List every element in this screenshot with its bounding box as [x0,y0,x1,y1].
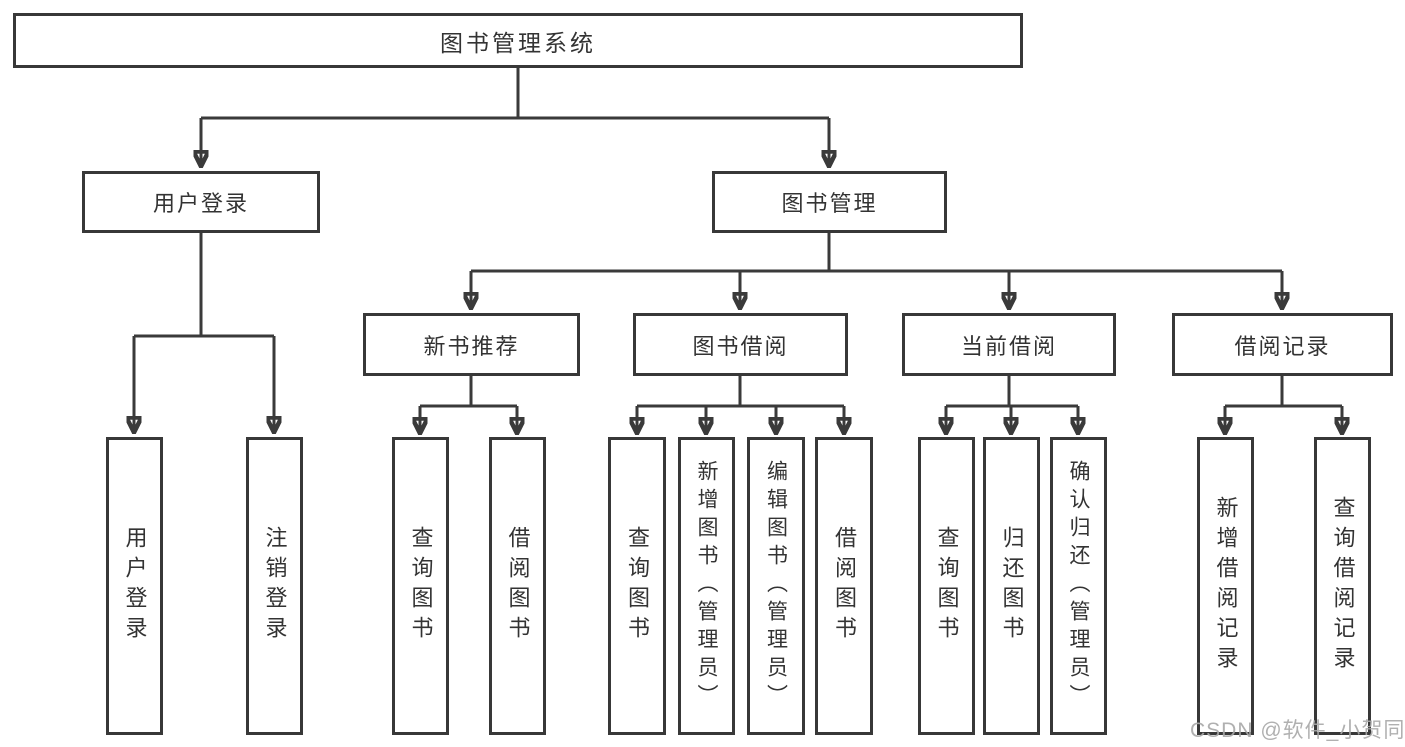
leaf-return-book-label: 归还图书 [999,526,1025,646]
leaf-borrow-books-recommend-label: 借阅图书 [505,526,531,646]
leaf-query-borrow-record: 查询借阅记录 [1314,437,1371,735]
connector-current-borrowing-to-leaves [946,376,1078,432]
connector-book-borrowing-to-leaves [637,376,844,432]
node-current-borrowing-label: 当前借阅 [960,333,1057,359]
leaf-query-books-borrowing: 查询图书 [608,437,666,735]
connector-root-to-level2 [201,68,829,165]
leaf-user-login-label: 用户登录 [122,526,148,646]
leaf-query-books-recommend: 查询图书 [392,437,449,735]
node-user-login-label: 用户登录 [152,191,249,216]
leaf-query-books-current-label: 查询图书 [934,526,960,646]
leaf-return-book: 归还图书 [983,437,1040,735]
leaf-borrow-books-recommend: 借阅图书 [489,437,546,735]
node-book-management: 图书管理 [712,171,947,233]
leaf-add-borrow-record-label: 新增借阅记录 [1213,496,1239,676]
leaf-query-books-recommend-label: 查询图书 [408,526,434,646]
node-user-login: 用户登录 [82,171,320,233]
leaf-add-book-admin-label: 新增图书（管理员） [695,460,718,712]
leaf-query-books-borrowing-label: 查询图书 [625,526,650,646]
leaf-query-books-current: 查询图书 [918,437,975,735]
leaf-logout-label: 注销登录 [262,526,288,646]
connector-new-book-recommend-to-leaves [420,376,517,432]
node-new-book-recommend: 新书推荐 [363,313,580,376]
leaf-confirm-return-admin-label: 确认归还（管理员） [1067,460,1090,712]
node-borrowing-records-label: 借阅记录 [1234,333,1331,359]
leaf-user-login: 用户登录 [106,437,163,735]
leaf-confirm-return-admin: 确认归还（管理员） [1050,437,1107,735]
leaf-borrow-books-borrowing: 借阅图书 [815,437,873,735]
connector-book-management-to-level3 [471,233,1282,307]
leaf-edit-book-admin: 编辑图书（管理员） [747,437,805,735]
node-root: 图书管理系统 [13,13,1023,68]
node-current-borrowing: 当前借阅 [902,313,1116,376]
watermark-text: CSDN @软件_小贺同学 [1190,719,1405,742]
leaf-logout: 注销登录 [246,437,303,735]
leaf-query-borrow-record-label: 查询借阅记录 [1330,496,1356,676]
node-book-management-label: 图书管理 [781,191,878,216]
node-root-label: 图书管理系统 [440,29,596,56]
node-borrowing-records: 借阅记录 [1172,313,1393,376]
node-book-borrowing: 图书借阅 [633,313,848,376]
leaf-add-borrow-record: 新增借阅记录 [1197,437,1254,735]
node-book-borrowing-label: 图书借阅 [692,333,789,359]
leaf-borrow-books-borrowing-label: 借阅图书 [832,526,857,646]
connector-borrowing-records-to-leaves [1225,376,1342,432]
node-new-book-recommend-label: 新书推荐 [423,333,520,359]
leaf-add-book-admin: 新增图书（管理员） [678,437,735,735]
leaf-edit-book-admin-label: 编辑图书（管理员） [764,460,788,712]
connector-user-login-to-leaves [134,233,274,431]
